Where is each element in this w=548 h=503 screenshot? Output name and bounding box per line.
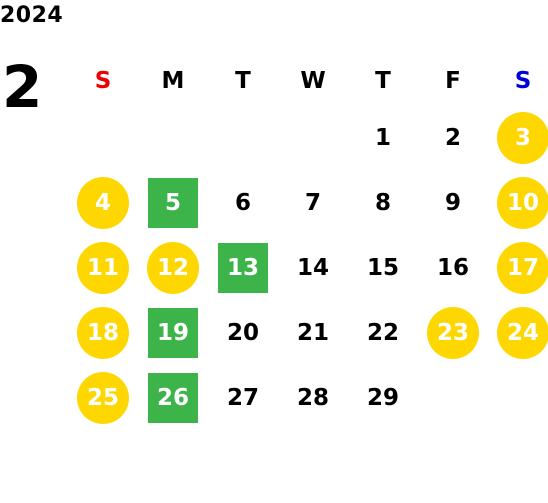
- empty-cell: [418, 365, 488, 430]
- day-number[interactable]: 7: [304, 189, 321, 216]
- weekday-header: M: [161, 68, 185, 94]
- day-number[interactable]: 9: [444, 189, 461, 216]
- day-cell: 9: [418, 170, 488, 235]
- day-cell: 29: [348, 365, 418, 430]
- day-number[interactable]: 29: [366, 384, 399, 411]
- weekday-header: T: [235, 68, 251, 94]
- day-cell: 12: [138, 235, 208, 300]
- day-cell: 25: [68, 365, 138, 430]
- day-cell: 6: [208, 170, 278, 235]
- day-number[interactable]: 10: [497, 176, 548, 229]
- weekday-header: S: [94, 68, 112, 94]
- day-number[interactable]: 3: [497, 111, 548, 164]
- day-cell: 20: [208, 300, 278, 365]
- month-label: 2: [2, 53, 43, 121]
- day-cell: 13: [208, 235, 278, 300]
- day-number[interactable]: 14: [296, 254, 329, 281]
- day-cell: 15: [348, 235, 418, 300]
- day-cell: 4: [68, 170, 138, 235]
- weekday-header: S: [514, 68, 532, 94]
- day-number[interactable]: 28: [296, 384, 329, 411]
- day-cell: 22: [348, 300, 418, 365]
- day-cell: 21: [278, 300, 348, 365]
- day-number[interactable]: 5: [148, 177, 198, 228]
- day-cell: 2: [418, 105, 488, 170]
- empty-cell: [138, 105, 208, 170]
- day-number[interactable]: 20: [226, 319, 259, 346]
- empty-cell: [208, 105, 278, 170]
- day-number[interactable]: 27: [226, 384, 259, 411]
- day-cell: 14: [278, 235, 348, 300]
- day-cell: 11: [68, 235, 138, 300]
- empty-cell: [68, 105, 138, 170]
- day-number[interactable]: 12: [147, 241, 199, 294]
- day-number[interactable]: 8: [374, 189, 391, 216]
- day-number[interactable]: 19: [148, 307, 198, 358]
- day-number[interactable]: 11: [77, 241, 129, 294]
- weekday-header: F: [445, 68, 461, 94]
- day-number[interactable]: 21: [296, 319, 329, 346]
- day-cell: 8: [348, 170, 418, 235]
- year-label: 2024: [0, 3, 64, 28]
- day-cell: 5: [138, 170, 208, 235]
- day-number[interactable]: 16: [436, 254, 469, 281]
- day-number[interactable]: 4: [77, 176, 129, 229]
- day-cell: 18: [68, 300, 138, 365]
- day-number[interactable]: 25: [77, 371, 129, 424]
- day-cell: 28: [278, 365, 348, 430]
- day-cell: 27: [208, 365, 278, 430]
- day-cell: 23: [418, 300, 488, 365]
- day-cell: 10: [488, 170, 548, 235]
- day-number[interactable]: 6: [234, 189, 251, 216]
- day-number[interactable]: 17: [497, 241, 548, 294]
- empty-cell: [488, 365, 548, 430]
- day-cell: 26: [138, 365, 208, 430]
- empty-cell: [278, 105, 348, 170]
- day-cell: 1: [348, 105, 418, 170]
- day-cell: 7: [278, 170, 348, 235]
- day-number[interactable]: 15: [366, 254, 399, 281]
- day-number[interactable]: 22: [366, 319, 399, 346]
- day-number[interactable]: 1: [374, 124, 391, 151]
- day-number[interactable]: 2: [444, 124, 461, 151]
- day-number[interactable]: 23: [427, 306, 479, 359]
- weekday-header: W: [300, 68, 326, 94]
- day-cell: 16: [418, 235, 488, 300]
- day-number[interactable]: 18: [77, 306, 129, 359]
- day-number[interactable]: 26: [148, 372, 198, 423]
- day-number[interactable]: 24: [497, 306, 548, 359]
- day-cell: 24: [488, 300, 548, 365]
- day-cell: 17: [488, 235, 548, 300]
- day-cell: 3: [488, 105, 548, 170]
- day-cell: 19: [138, 300, 208, 365]
- day-number[interactable]: 13: [218, 242, 268, 293]
- weekday-header: T: [375, 68, 391, 94]
